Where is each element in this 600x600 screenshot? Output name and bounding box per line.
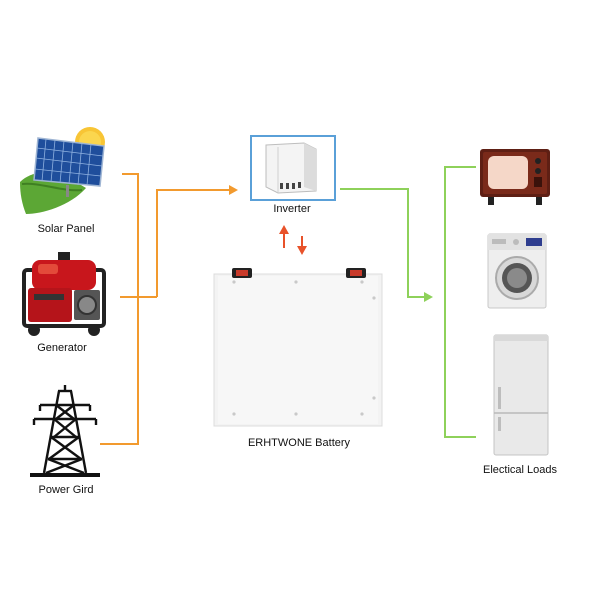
- arrow-to-inverter: [229, 185, 238, 195]
- solar-panel-label: Solar Panel: [37, 223, 95, 235]
- battery-charge-arrows: [279, 225, 307, 255]
- generator-label: Generator: [37, 342, 87, 354]
- power-tower-icon: [30, 385, 100, 477]
- inverter-label: Inverter: [273, 203, 311, 215]
- battery-icon: [213, 268, 383, 427]
- source-flow-lines: [100, 173, 232, 445]
- generator-icon: [22, 252, 106, 336]
- arrow-to-loads: [424, 292, 433, 302]
- load-flow-lines: [340, 166, 476, 438]
- electrical-loads-label: Electical Loads: [483, 464, 557, 476]
- inverter-icon: [250, 135, 336, 201]
- refrigerator-icon: [493, 334, 549, 456]
- battery-label: ERHTWONE Battery: [247, 437, 351, 449]
- power-grid-label: Power Gird: [38, 484, 94, 496]
- solar-panel-icon: [20, 127, 105, 214]
- tv-icon: [480, 149, 550, 205]
- washing-machine-icon: [487, 233, 547, 309]
